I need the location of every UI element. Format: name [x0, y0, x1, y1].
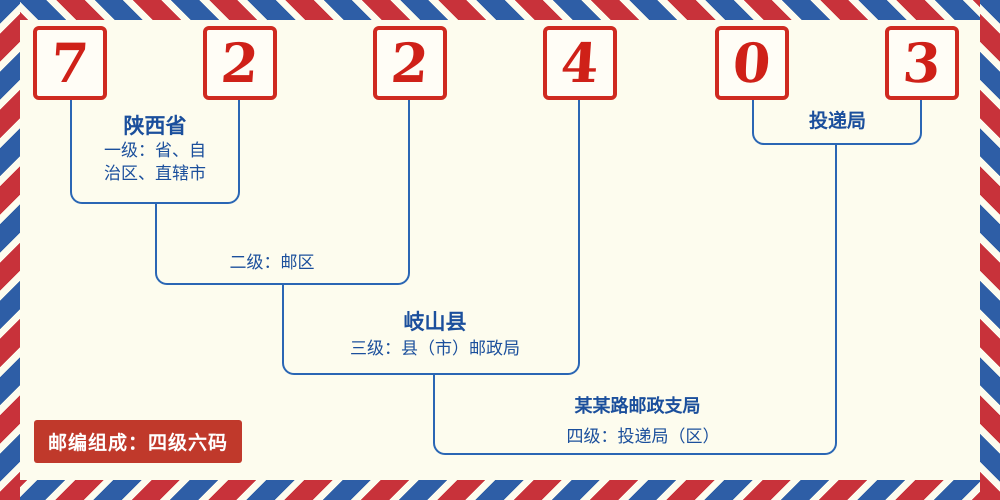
level1-bracket-line — [70, 100, 240, 204]
level3-connector-right — [432, 100, 580, 375]
airmail-border-top — [0, 0, 1000, 20]
level2-connector-left — [155, 204, 283, 285]
airmail-border-left — [0, 0, 20, 500]
level4-office-label: 某某路邮政支局 — [574, 396, 701, 416]
level4-connector-right — [635, 145, 837, 455]
level2-connector-right — [283, 100, 410, 285]
digit-box-1: 7 — [33, 26, 107, 100]
level2-description-label: 二级：邮区 — [229, 253, 315, 272]
level3-connector-left — [282, 285, 432, 375]
level3-region-label: 岐山县 — [403, 311, 467, 334]
composition-badge: 邮编组成：四级六码 — [34, 420, 243, 463]
digit-3: 2 — [388, 31, 432, 95]
level3-description-label: 三级：县（市）邮政局 — [350, 339, 520, 358]
digit-box-3: 2 — [373, 26, 447, 100]
airmail-border-bottom — [0, 480, 1000, 500]
digit-2: 2 — [218, 31, 262, 95]
digit-box-5: 0 — [715, 26, 789, 100]
level1-region-label: 陕西省 — [123, 115, 187, 138]
delivery-office-label: 投递局 — [808, 111, 866, 132]
digit-1: 7 — [48, 31, 92, 95]
digit-box-2: 2 — [203, 26, 277, 100]
digit-box-4: 4 — [543, 26, 617, 100]
level1-description-label: 一级：省、自 治区、直辖市 — [104, 141, 206, 183]
level4-connector-left — [433, 375, 635, 455]
digit-box-6: 3 — [885, 26, 959, 100]
digit-4: 4 — [558, 31, 602, 95]
delivery-office-bracket-line — [752, 100, 922, 145]
level4-description-label: 四级：投递局（区） — [566, 427, 720, 446]
airmail-border-right — [980, 0, 1000, 500]
digit-5: 0 — [730, 31, 774, 95]
digit-6: 3 — [900, 31, 944, 95]
